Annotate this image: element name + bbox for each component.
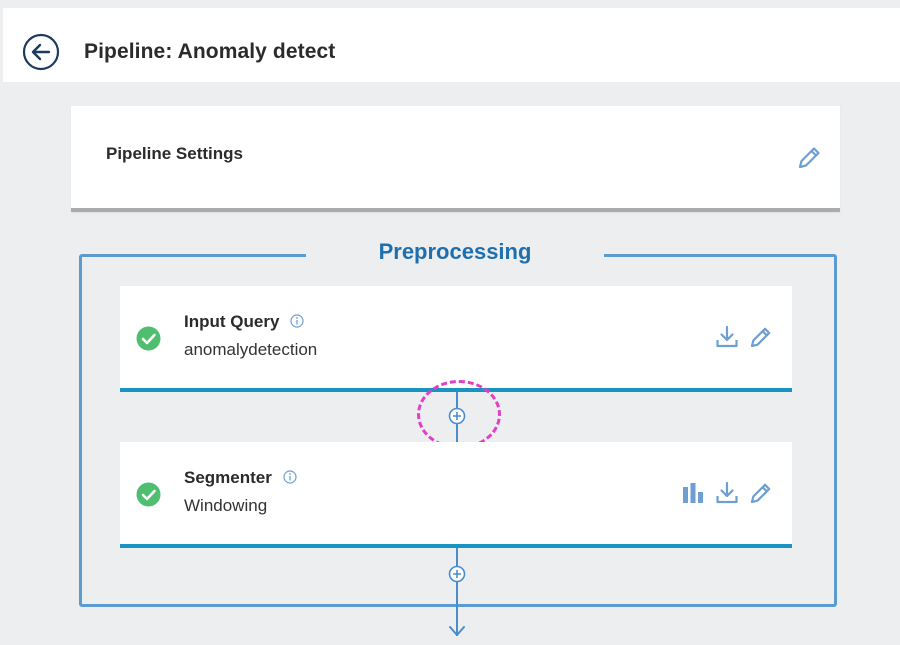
download-icon[interactable] [714,480,740,506]
pencil-icon[interactable] [748,480,774,506]
edit-settings-pencil-icon[interactable] [794,143,824,173]
info-icon[interactable] [283,470,297,484]
output-connector-line [456,548,458,636]
bar-chart-icon[interactable] [680,480,706,506]
step-name-label: Segmenter [184,468,272,487]
preprocessing-group-title: Preprocessing [378,239,532,264]
step-card-segmenter[interactable]: Segmenter Windowing [120,442,792,548]
step-name-label: Input Query [184,312,280,331]
step-card-input-query[interactable]: Input Query anomalydetection [120,286,792,392]
success-check-icon [136,482,161,507]
highlight-annotation [417,380,501,449]
page-header: Pipeline: Anomaly detect [3,8,900,82]
pipeline-settings-title: Pipeline Settings [106,144,243,163]
group-title-gap [306,246,604,266]
add-step-plus-icon[interactable] [448,565,466,583]
pencil-icon[interactable] [748,324,774,350]
step-actions [680,478,774,508]
step-name: Input Query [184,312,304,332]
page-title: Pipeline: Anomaly detect [84,40,336,63]
info-icon[interactable] [290,314,304,328]
pipeline-settings-card[interactable]: Pipeline Settings [71,106,840,212]
back-arrow-icon[interactable] [22,33,60,71]
download-icon[interactable] [714,324,740,350]
step-subtitle: Windowing [184,496,268,515]
step-subtitle: anomalydetection [184,340,318,359]
step-actions [714,322,774,352]
success-check-icon [136,326,161,351]
step-name: Segmenter [184,468,297,488]
arrow-down-icon [449,626,465,636]
